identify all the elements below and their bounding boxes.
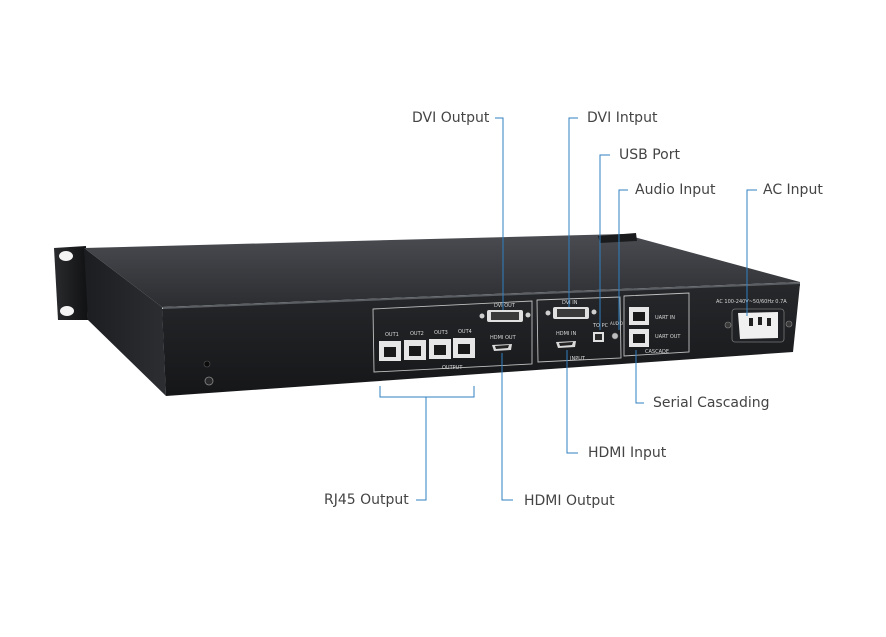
cascade-group-label: CASCADE [645,349,669,355]
dvi-out-label: DVI OUT [494,303,516,309]
leader-rj45-output [416,397,427,501]
out4-label: OUT4 [458,329,472,335]
callout-ac-input: AC Input [763,182,823,198]
input-group-label: INPUT [570,356,586,362]
dvi-in-label: DVI IN [562,300,578,306]
callout-dvi-output: DVI Output [412,110,490,126]
hdmi-out-label: HDMI OUT [490,335,517,341]
leader-ac-input [746,189,757,316]
rack-ear-left [54,246,88,320]
output-group: OUT1 OUT2 OUT3 OUT4 OUTPUT DVI OUT HDMI … [372,300,533,373]
rj45-port-icon [404,340,426,360]
audio-label: AUDIO [610,321,623,326]
rack-ear-right [598,233,637,243]
ground-screw-icon [204,376,214,386]
leader-dvi-output [495,117,504,310]
leader-lines [379,117,757,501]
rj45-port-icon [453,338,475,358]
leader-usb-port [599,154,610,330]
out3-label: OUT3 [434,330,448,336]
leader-rj45-bracket [379,386,475,398]
callout-audio-input: Audio Input [635,182,716,198]
hdmi-in-label: HDMI IN [556,331,576,337]
chassis-side [84,248,166,396]
uart-in-port-icon [629,307,649,325]
dvi-in-port-icon [545,307,597,319]
callout-hdmi-input: HDMI Input [588,445,667,461]
callout-usb-port: USB Port [619,147,680,163]
ac-power-socket-icon [724,308,793,343]
callout-dvi-input: DVI Intput [587,110,658,126]
audio-jack-icon [611,332,619,340]
screw-icon [203,360,211,368]
cascade-group: UART IN UART OUT CASCADE [623,292,690,357]
usb-port-icon [593,332,604,342]
uart-out-port-icon [629,329,649,347]
leader-dvi-input [568,117,578,307]
leader-serial-cascading [635,350,644,404]
output-group-label: OUTPUT [442,365,463,371]
callout-hdmi-output: HDMI Output [524,493,615,509]
leader-audio-input [618,189,628,330]
rj45-port-icon [379,341,401,361]
uart-out-label: UART OUT [655,334,681,340]
rj45-port-icon [429,339,451,359]
callout-serial-cascading: Serial Cascading [653,395,770,411]
ac-rating-label: AC 100-240V~50/60Hz 0.7A [716,299,787,305]
uart-in-label: UART IN [655,315,675,321]
hdmi-in-port-icon [556,341,576,348]
dvi-out-port-icon [479,310,531,322]
leader-hdmi-input [566,350,578,454]
callout-rj45-output: RJ45 Output [324,492,409,508]
out2-label: OUT2 [410,331,424,337]
chassis-top [84,234,800,307]
out1-label: OUT1 [385,332,399,338]
hdmi-out-port-icon [492,344,512,351]
leader-hdmi-output [501,353,513,501]
